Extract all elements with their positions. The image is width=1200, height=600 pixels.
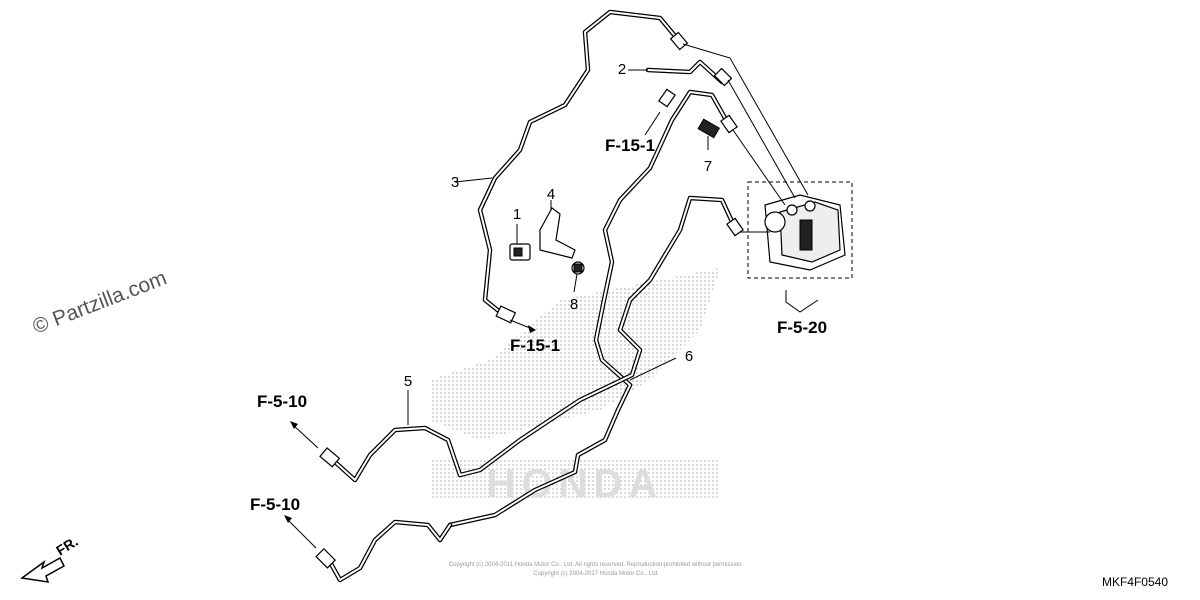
brake-pipe-5 [319, 195, 738, 483]
part-label-7: 7 [704, 158, 712, 175]
part-label-1: 1 [513, 206, 521, 223]
copyright-line-1: Copyright (c) 2004-2011 Honda Motor Co.,… [449, 562, 744, 568]
ref-f-5-20: F-5-20 [777, 318, 827, 337]
part-7-clamp [697, 118, 720, 139]
pipe-5-abs-fitting [726, 217, 744, 237]
part-label-8: 8 [570, 296, 578, 313]
brake-pipe-6 [447, 89, 728, 528]
ref-f-5-10-top: F-5-10 [257, 392, 307, 411]
part-label-3: 3 [451, 174, 459, 191]
part-label-5: 5 [404, 373, 412, 390]
part-1-sensor [509, 243, 531, 261]
pipe-5-fitting-upper [319, 447, 341, 468]
part-label-6: 6 [685, 348, 693, 365]
pipe-2-fitting [713, 67, 733, 87]
ref-f-15-1-mid: F-15-1 [510, 336, 560, 355]
front-arrow-icon [20, 556, 65, 583]
ref-f-5-10-bottom: F-5-10 [250, 495, 300, 514]
arrow-f510-bottom [284, 515, 292, 523]
ref-f-15-1-top: F-15-1 [605, 136, 655, 155]
f-5-20-pointer [785, 290, 819, 313]
front-direction-label: FR. [53, 533, 81, 559]
brake-pipe-3 [477, 9, 689, 324]
abs-modulator [747, 181, 853, 279]
pipe-upper-fitting [658, 88, 676, 108]
leader-lines [285, 43, 809, 549]
brake-pipe-2 [645, 59, 733, 87]
part-4-bracket [539, 207, 576, 259]
pipe-3-fitting [495, 305, 517, 324]
pipe-3-top-fitting [669, 31, 689, 51]
brand-mark-text: HONDA [487, 462, 664, 506]
pipe-6-fitting [720, 114, 738, 134]
background-brand-logo: HONDA [430, 268, 720, 506]
pipe-lower-fitting [315, 547, 337, 569]
part-label-4: 4 [547, 186, 555, 203]
arrow-f510-top [290, 421, 298, 429]
arrow-f15-mid [528, 325, 536, 333]
part-label-2: 2 [618, 61, 626, 78]
front-direction-indicator: FR. [20, 533, 81, 583]
part-8-bolt [571, 261, 585, 275]
copyright-line-2: Copyright (c) 2004-2017 Honda Motor Co.,… [533, 571, 659, 577]
diagram-code: MKF4F0540 [1102, 575, 1168, 589]
brake-pipe-lower [315, 519, 453, 583]
partzilla-watermark: © Partzilla.com [30, 266, 170, 338]
